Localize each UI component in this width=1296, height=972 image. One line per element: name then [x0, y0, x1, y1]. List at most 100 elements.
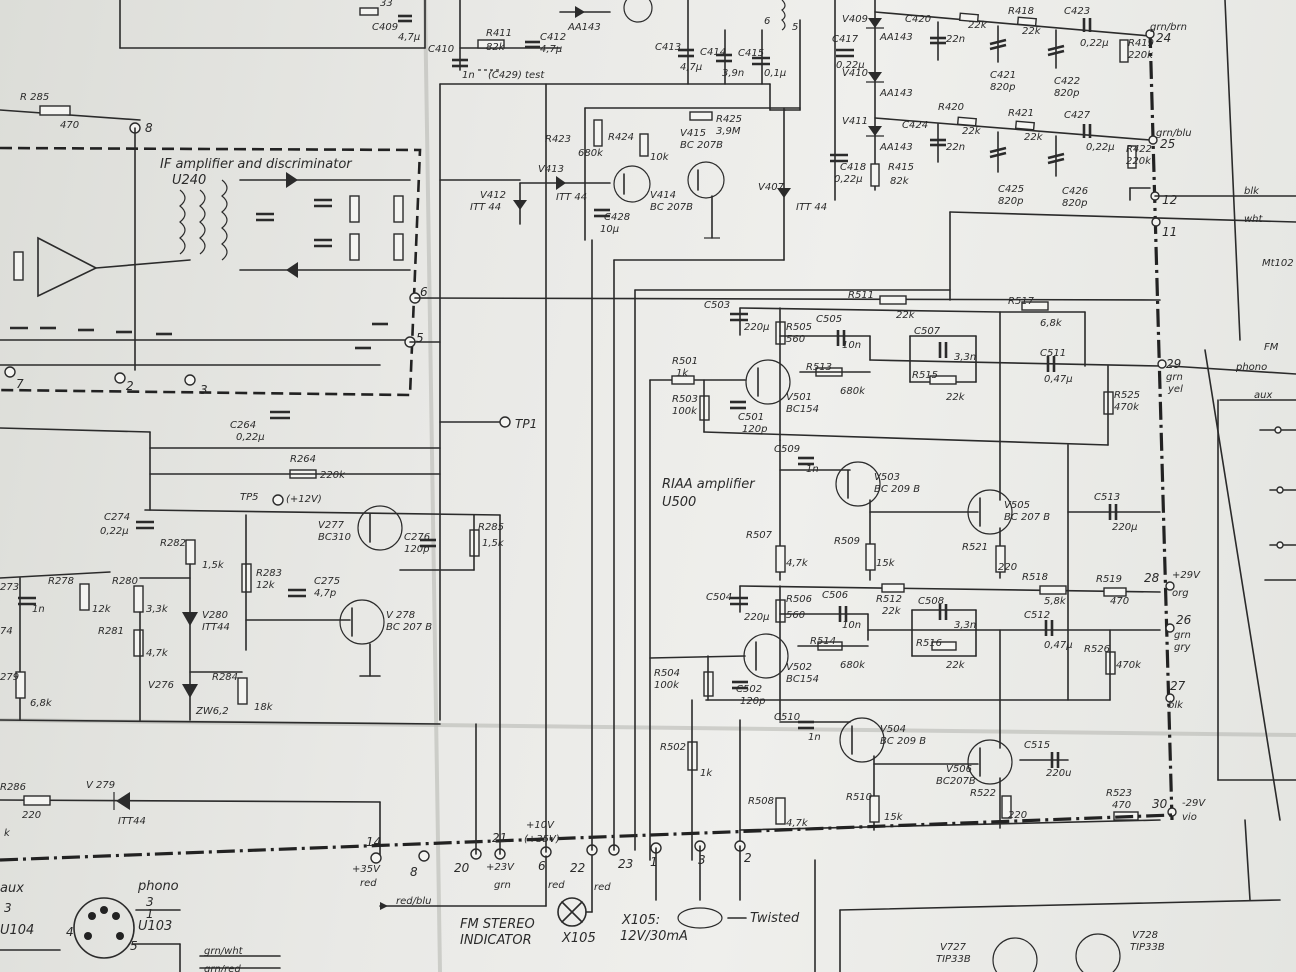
label-k: k: [4, 828, 11, 839]
label-r264: R264: [290, 454, 316, 465]
label-r282: R282: [160, 538, 186, 549]
label-c423: C423: [1064, 6, 1090, 17]
label-r420: R420: [938, 102, 964, 113]
label-if-pin-6: 6: [420, 285, 428, 299]
label-if-pin-2: 2: [126, 379, 134, 393]
label-r421-val: 22k: [1024, 132, 1044, 143]
label-c413-val: 4,7µ: [680, 62, 702, 73]
label-tp5: TP5: [240, 492, 259, 503]
label-r519-val: 470: [1110, 596, 1129, 607]
label-r279: 279: [0, 672, 19, 683]
label-r521-val: 220: [998, 562, 1017, 573]
label-r418: R418: [1008, 6, 1034, 17]
label-c503: C503: [704, 300, 730, 311]
label-r421: R421: [1008, 108, 1034, 119]
label-r264-val: 220k: [320, 470, 346, 481]
label-r517-val: 6,8k: [1040, 318, 1063, 329]
label-pin-1: 1: [650, 855, 658, 869]
label-r517: R517: [1008, 296, 1035, 307]
label-pin-3: 3: [698, 853, 706, 867]
label-r507: R507: [746, 530, 773, 541]
label-din-pin-3: 3: [146, 895, 154, 909]
label-aa143-top: AA143: [567, 22, 601, 33]
label-c509-val: 1n: [806, 464, 819, 475]
label-pin-30-color: vio: [1182, 812, 1197, 823]
label-x105-rating: 12V/30mA: [620, 929, 688, 944]
label-v414: V414: [650, 190, 676, 201]
label-v501-type: BC154: [786, 404, 819, 415]
label-r286-val: 220: [22, 810, 41, 821]
label-r418-val: 22k: [1022, 26, 1042, 37]
label-v505-type: BC 207 B: [1004, 512, 1050, 523]
label-pin-14-voltage: +35V: [352, 864, 381, 875]
label-r424-val: 10k: [650, 152, 670, 163]
label-r281: R281: [98, 626, 124, 637]
label-r506-val: 560: [786, 610, 805, 621]
label-v415: V415: [680, 128, 706, 139]
label-v728-type: TIP33B: [1130, 942, 1165, 953]
label-v502: V502: [786, 662, 812, 673]
label-r279-val: 6,8k: [30, 698, 53, 709]
label-pin-8: 8: [145, 121, 153, 135]
label-u104: U104: [0, 923, 34, 938]
label-c503-val: 220µ: [744, 322, 769, 333]
label-v505: V505: [1004, 500, 1030, 511]
stereo-indicator-driver: TP1 C264 0,22µ R264 220k TP5 (+12V) C274…: [0, 410, 537, 861]
label-v276: V276: [148, 680, 174, 691]
label-v728: V728: [1132, 930, 1158, 941]
label-c511: C511: [1040, 348, 1066, 359]
label-tp5-val: (+12V): [286, 494, 322, 505]
label-r518: R518: [1022, 572, 1048, 583]
label-r424: R424: [608, 132, 634, 143]
label-c420: C420: [905, 14, 931, 25]
label-pin-14: 14: [366, 835, 381, 849]
label-v276-type: ZW6,2: [195, 706, 229, 717]
label-v415-type: BC 207B: [680, 140, 723, 151]
label-v407-type: ITT 44: [796, 202, 827, 213]
label-c510: C510: [774, 712, 800, 723]
phono-din-socket-icon: [73, 897, 135, 959]
label-r512-val: 22k: [882, 606, 902, 617]
label-r419-val: 220k: [1128, 50, 1154, 61]
label-r285b: R285: [478, 522, 504, 533]
paper-crease: [423, 0, 442, 972]
label-r506: R506: [786, 594, 812, 605]
label-c420-val: 22n: [946, 34, 965, 45]
label-r525: R525: [1114, 390, 1140, 401]
stereo-filter-network: V409 AA143 V410 AA143 V411 AA143 C417 0,…: [830, 0, 1154, 209]
top-strip: C409 4,7µ 33 R411 82k C412 4,7µ C410 1n …: [119, 0, 801, 111]
label-r503: R503: [672, 394, 698, 405]
label-c515: C515: [1024, 740, 1050, 751]
label-r425: R425: [716, 114, 742, 125]
label-r522-val: 220: [1008, 810, 1027, 821]
label-c274-val: 0,22µ: [100, 526, 129, 537]
label-r501: R501: [672, 356, 698, 367]
label-r515-val: 22k: [946, 392, 966, 403]
label-pin-26: 26: [1176, 613, 1192, 627]
label-pin-25: 25: [1160, 137, 1175, 151]
label-v504: V504: [880, 724, 906, 735]
label-if-pin-5: 5: [416, 331, 424, 345]
label-pin-28-voltage: +29V: [1172, 570, 1201, 581]
label-x105b: X105:: [621, 913, 660, 928]
label-r504-val: 100k: [654, 680, 680, 691]
label-c427-val: 0,22µ: [1086, 142, 1115, 153]
label-v503-type: BC 209 B: [874, 484, 920, 495]
label-r515: R515: [912, 370, 938, 381]
riaa-block-title: RIAA amplifier: [662, 477, 756, 492]
label-r505: R505: [786, 322, 812, 333]
v728-transistor-icon: [1075, 933, 1121, 972]
label-aux: aux: [1254, 390, 1272, 401]
label-pin-6-bottom: 6: [538, 859, 546, 873]
label-r526: R526: [1084, 644, 1110, 655]
v727-transistor-icon: [992, 937, 1038, 972]
label-r513-val: 680k: [840, 386, 866, 397]
label-pin-27-color: blk: [1168, 700, 1184, 711]
label-fm-stereo: FM STEREO: [460, 917, 535, 932]
label-r502-val: 1k: [700, 768, 713, 779]
label-c513: C513: [1094, 492, 1120, 503]
label-c506: C506: [822, 590, 848, 601]
label-v407: V407: [758, 182, 785, 193]
label-c428: C428: [604, 212, 630, 223]
label-c275: C275: [314, 576, 340, 587]
